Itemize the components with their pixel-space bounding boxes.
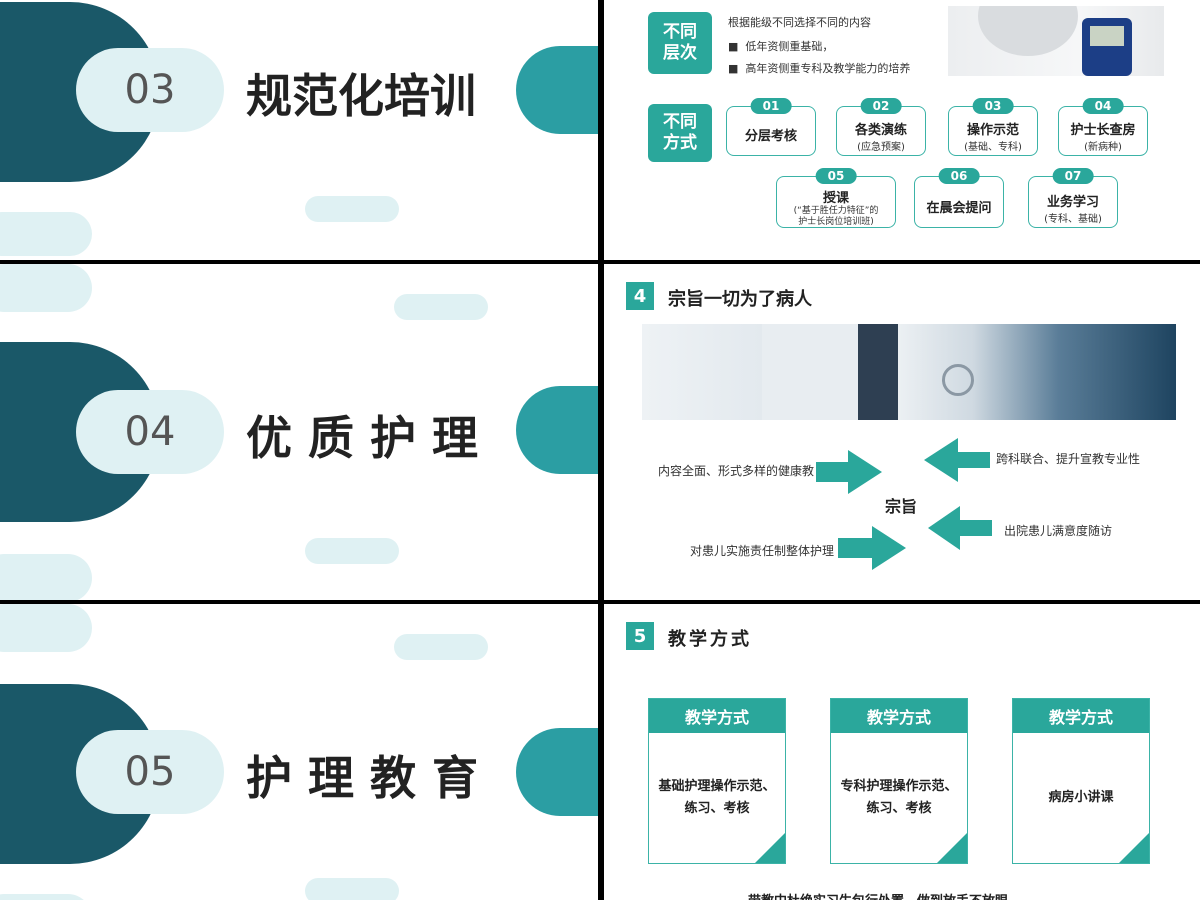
section-number: 04 <box>76 390 224 474</box>
photo-tie <box>858 324 898 420</box>
purpose-slide: 4 宗旨一切为了病人 宗旨 内容全面、形式多样的健康教 对患儿实施责任制整体护理… <box>604 264 1200 600</box>
decor-pill <box>305 878 399 900</box>
doctor-photo <box>642 324 1176 420</box>
card-header: 教学方式 <box>649 699 785 733</box>
purpose-right-bottom: 出院患儿满意度随访 <box>1004 524 1113 538</box>
section-badge: 4 <box>626 282 654 310</box>
card-header: 教学方式 <box>831 699 967 733</box>
levels-item-text: 高年资侧重专科及教学能力的培养 <box>745 62 911 75</box>
section-title: 护 理 教 育 <box>246 751 479 805</box>
method-number: 06 <box>938 168 980 184</box>
section-number: 03 <box>76 48 224 132</box>
methods-tag: 不同 方式 <box>648 104 712 162</box>
teal-shape <box>516 46 598 134</box>
card-corner <box>937 833 967 863</box>
card-corner <box>755 833 785 863</box>
card-body: 病房小讲课 <box>1048 790 1114 805</box>
levels-tag: 不同 层次 <box>648 12 712 74</box>
method-box: 02 各类演练 (应急预案) <box>836 98 926 156</box>
method-number: 05 <box>815 168 857 184</box>
decor-pill <box>305 196 399 222</box>
method-number: 07 <box>1052 168 1094 184</box>
section-number: 05 <box>76 730 224 814</box>
method-title: 在晨会提问 <box>926 201 992 216</box>
training-slide: 不同 层次 根据能级不同选择不同的内容 ■ 低年资侧重基础， ■ 高年资侧重专科… <box>604 0 1200 260</box>
method-sub: (基础、专科) <box>964 142 1022 153</box>
method-box: 03 操作示范 (基础、专科) <box>948 98 1038 156</box>
card-corner <box>1119 833 1149 863</box>
method-title: 护士长查房 <box>1070 123 1136 138</box>
card-header: 教学方式 <box>1013 699 1149 733</box>
method-box: 07 业务学习 (专科、基础) <box>1028 168 1118 228</box>
decor-pill <box>0 894 92 900</box>
teaching-slide: 5 教学方式 教学方式 基础护理操作示范、 练习、考核 教学方式 专科护理操作示… <box>604 604 1200 900</box>
section-title: 规范化培训 <box>246 69 476 123</box>
method-title: 分层考核 <box>744 129 797 144</box>
photo-coat <box>762 324 874 420</box>
method-sub: (新病种) <box>1084 142 1122 153</box>
method-sub: (应急预案) <box>857 142 905 153</box>
method-sub: (专科、基础) <box>1044 214 1102 225</box>
method-sub: (“基于胜任力特征”的 护士长岗位培训班) <box>793 206 879 227</box>
purpose-title: 宗旨一切为了病人 <box>668 289 812 310</box>
arrow-right-icon <box>838 526 906 570</box>
teal-shape <box>516 386 598 474</box>
method-title: 操作示范 <box>966 123 1019 138</box>
arrow-left-icon <box>924 438 990 482</box>
levels-item: ■ 低年资侧重基础， <box>728 40 834 53</box>
method-number: 02 <box>860 98 902 114</box>
method-number: 03 <box>972 98 1014 114</box>
method-box: 05 授课 (“基于胜任力特征”的 护士长岗位培训班) <box>776 168 896 228</box>
teaching-title: 教学方式 <box>668 629 752 650</box>
decor-pill <box>0 264 92 312</box>
section-badge: 5 <box>626 622 654 650</box>
photo-bowl <box>978 6 1078 56</box>
purpose-arrows <box>816 438 992 570</box>
arrow-right-icon <box>816 450 882 494</box>
teal-shape <box>516 728 598 816</box>
method-title: 各类演练 <box>854 123 907 138</box>
card-body: 专科护理操作示范、 练习、考核 <box>840 779 958 816</box>
method-box: 06 在晨会提问 <box>914 168 1004 228</box>
photo-meter <box>1082 18 1132 76</box>
method-number: 04 <box>1082 98 1124 114</box>
teaching-card: 教学方式 基础护理操作示范、 练习、考核 <box>648 698 786 864</box>
section-slide-03: 03 规范化培训 <box>0 0 598 260</box>
purpose-left-top: 内容全面、形式多样的健康教 <box>658 464 815 478</box>
teaching-card: 教学方式 专科护理操作示范、 练习、考核 <box>830 698 968 864</box>
section-slide-04: 04 优 质 护 理 <box>0 264 598 600</box>
section-slide-05: 05 护 理 教 育 <box>0 604 598 900</box>
teaching-footer: 带教中杜绝实习生包行处置，做到放手不放眼 <box>748 890 1008 900</box>
method-box: 04 护士长查房 (新病种) <box>1058 98 1148 156</box>
decor-pill <box>0 212 92 256</box>
method-number: 01 <box>750 98 792 114</box>
method-box: 01 分层考核 <box>726 98 816 156</box>
levels-item-text: 低年资侧重基础， <box>745 40 834 53</box>
purpose-left-bottom: 对患儿实施责任制整体护理 <box>690 544 835 558</box>
decor-pill <box>394 634 488 660</box>
levels-item: ■ 高年资侧重专科及教学能力的培养 <box>728 62 911 75</box>
photo-stethoscope <box>942 364 974 396</box>
card-body: 基础护理操作示范、 练习、考核 <box>658 779 776 816</box>
decor-pill <box>305 538 399 564</box>
teaching-card: 教学方式 病房小讲课 <box>1012 698 1150 864</box>
purpose-center: 宗旨 <box>885 497 918 516</box>
levels-intro: 根据能级不同选择不同的内容 <box>728 16 871 29</box>
purpose-right-top: 跨科联合、提升宣教专业性 <box>996 452 1141 466</box>
method-title: 授课 <box>822 191 849 206</box>
method-title: 业务学习 <box>1046 195 1099 210</box>
section-title: 优 质 护 理 <box>246 411 479 465</box>
glucose-meter-photo <box>948 6 1164 76</box>
arrow-left-icon <box>928 506 992 550</box>
decor-pill <box>394 294 488 320</box>
decor-pill <box>0 604 92 652</box>
photo-meter-screen <box>1090 26 1124 46</box>
decor-pill <box>0 554 92 600</box>
